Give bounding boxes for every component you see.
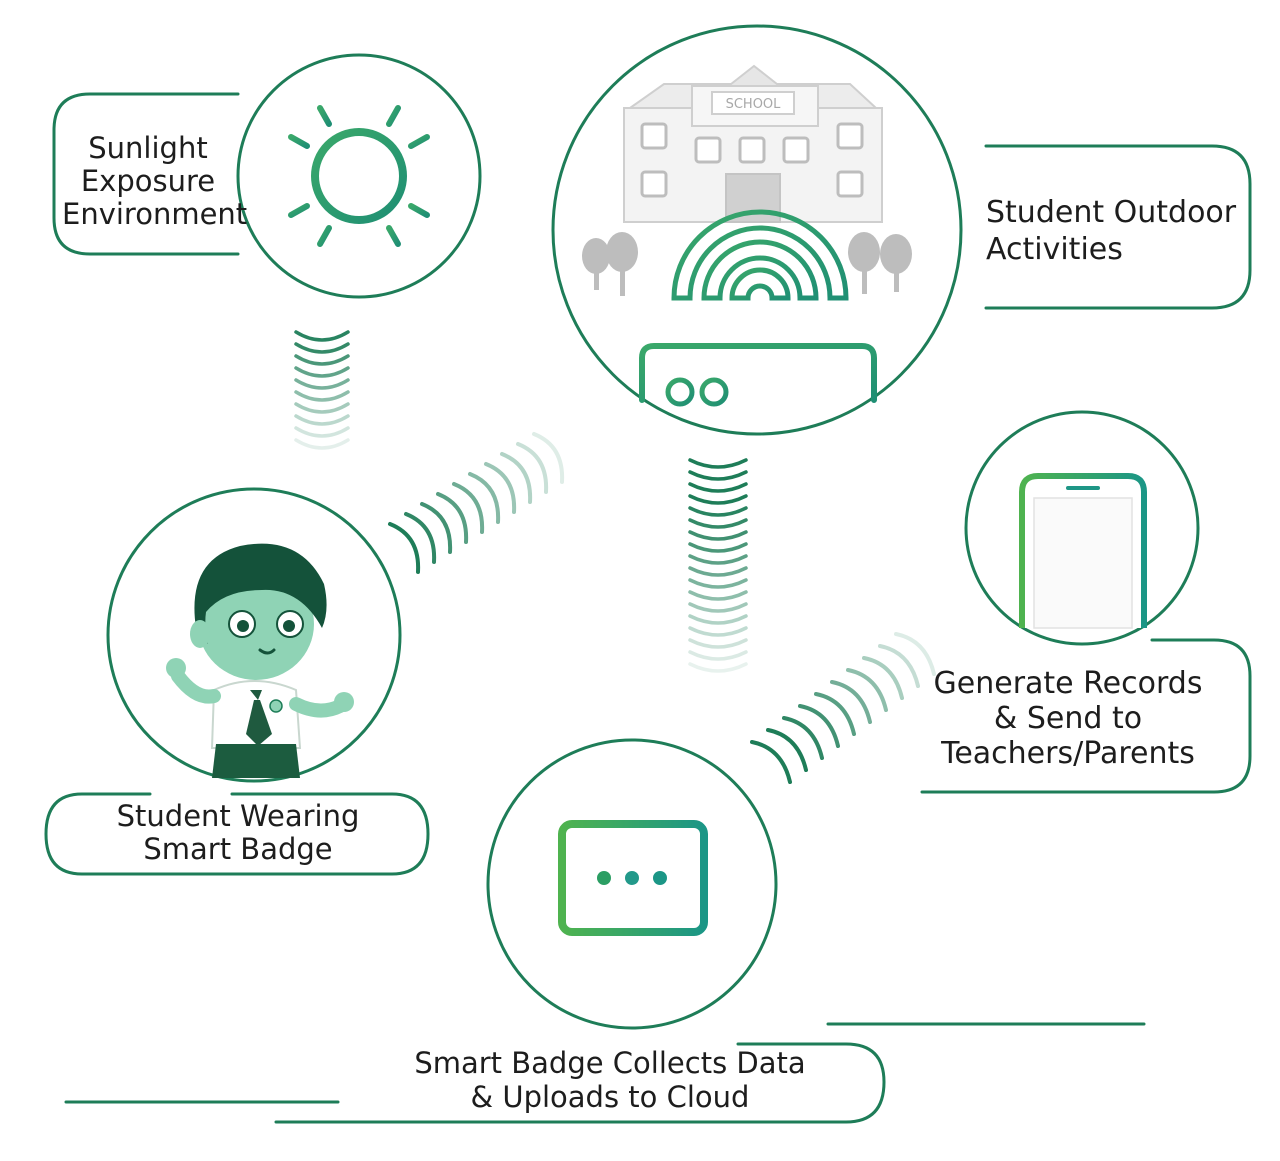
records-label-line: Teachers/Parents [941,736,1195,771]
student-label-line: Student Wearing [116,799,360,833]
outdoor-label: Student Outdoor Activities [986,194,1246,268]
sunlight-label-line: Sunlight [88,131,208,165]
sunlight-node [236,53,482,299]
records-label-line: Generate Records [933,666,1203,701]
student-avatar [166,543,354,778]
signal-waves-router [688,458,748,673]
student-label-frame [44,792,430,876]
school-router-icon: SCHOOL [582,64,912,407]
sunlight-label: Sunlight Exposure Environment [62,131,248,231]
outdoor-label-frame [984,144,1252,310]
monitor-icon [558,820,708,956]
records-label: Generate Records & Send to Teachers/Pare… [918,666,1218,771]
sun-icon [278,95,440,257]
signal-waves-badge [750,632,936,784]
badge-label-line: Smart Badge Collects Data [414,1046,806,1080]
sunlight-label-frame [52,92,240,256]
records-label-frame [920,638,1252,794]
outdoor-label-line: Student Outdoor [986,195,1237,230]
badge-label-frame [274,1042,886,1124]
badge-label-line: & Uploads to Cloud [470,1080,750,1114]
trees [582,232,912,296]
records-label-line: & Send to [993,701,1143,736]
school-sign: SCHOOL [726,97,782,112]
signal-waves-sun [294,330,350,450]
student-label-line: Smart Badge [143,832,333,866]
sunlight-label-line: Environment [62,197,248,231]
smartphone-icon [1019,473,1147,629]
student-label: Student Wearing Smart Badge [70,800,406,866]
outdoor-label-line: Activities [986,232,1123,267]
signal-waves-student [388,432,565,574]
sunlight-label-line: Exposure [80,164,216,198]
badge-label: Smart Badge Collects Data & Uploads to C… [370,1046,850,1114]
